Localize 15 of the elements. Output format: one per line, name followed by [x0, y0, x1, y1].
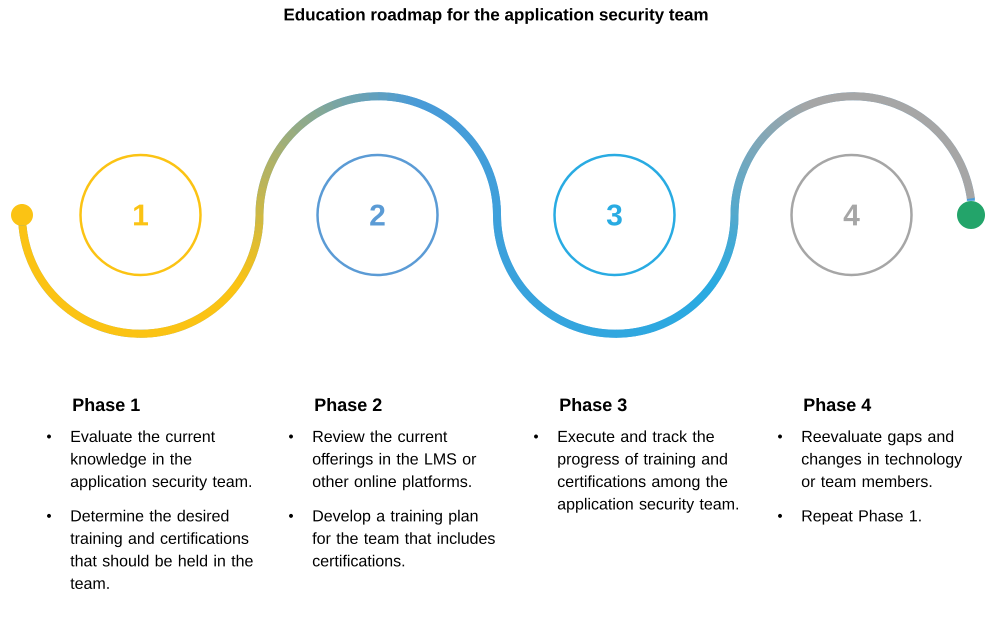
bullet-item: Evaluate the current knowledge in the application security team.: [47, 430, 251, 490]
bullet-item: Reevaluate gaps and changes in technology or team members.: [778, 430, 962, 488]
phase-heading: Phase 2: [315, 398, 382, 412]
phase-heading: Phase 1: [73, 398, 140, 412]
bullet-item: Review the current offerings in the LMS or other online platforms.: [289, 430, 476, 490]
title: Education roadmap for the application security team: [284, 8, 708, 24]
phase-heading: Phase 4: [804, 398, 872, 412]
bullet-item: Execute and track the progress of training and certifications among the application security team.: [534, 430, 738, 513]
bullet-item: Develop a training plan for the team that includes certifications.: [289, 510, 495, 566]
end-dot: [11, 204, 33, 226]
bullet-item: Determine the desired training and certifications that should be held in the team.: [47, 510, 253, 589]
bullet-item: Repeat Phase 1.: [778, 510, 921, 525]
end-dot: [957, 201, 986, 229]
phase-heading: Phase 3: [560, 398, 627, 412]
wave-line: [18, 92, 975, 338]
